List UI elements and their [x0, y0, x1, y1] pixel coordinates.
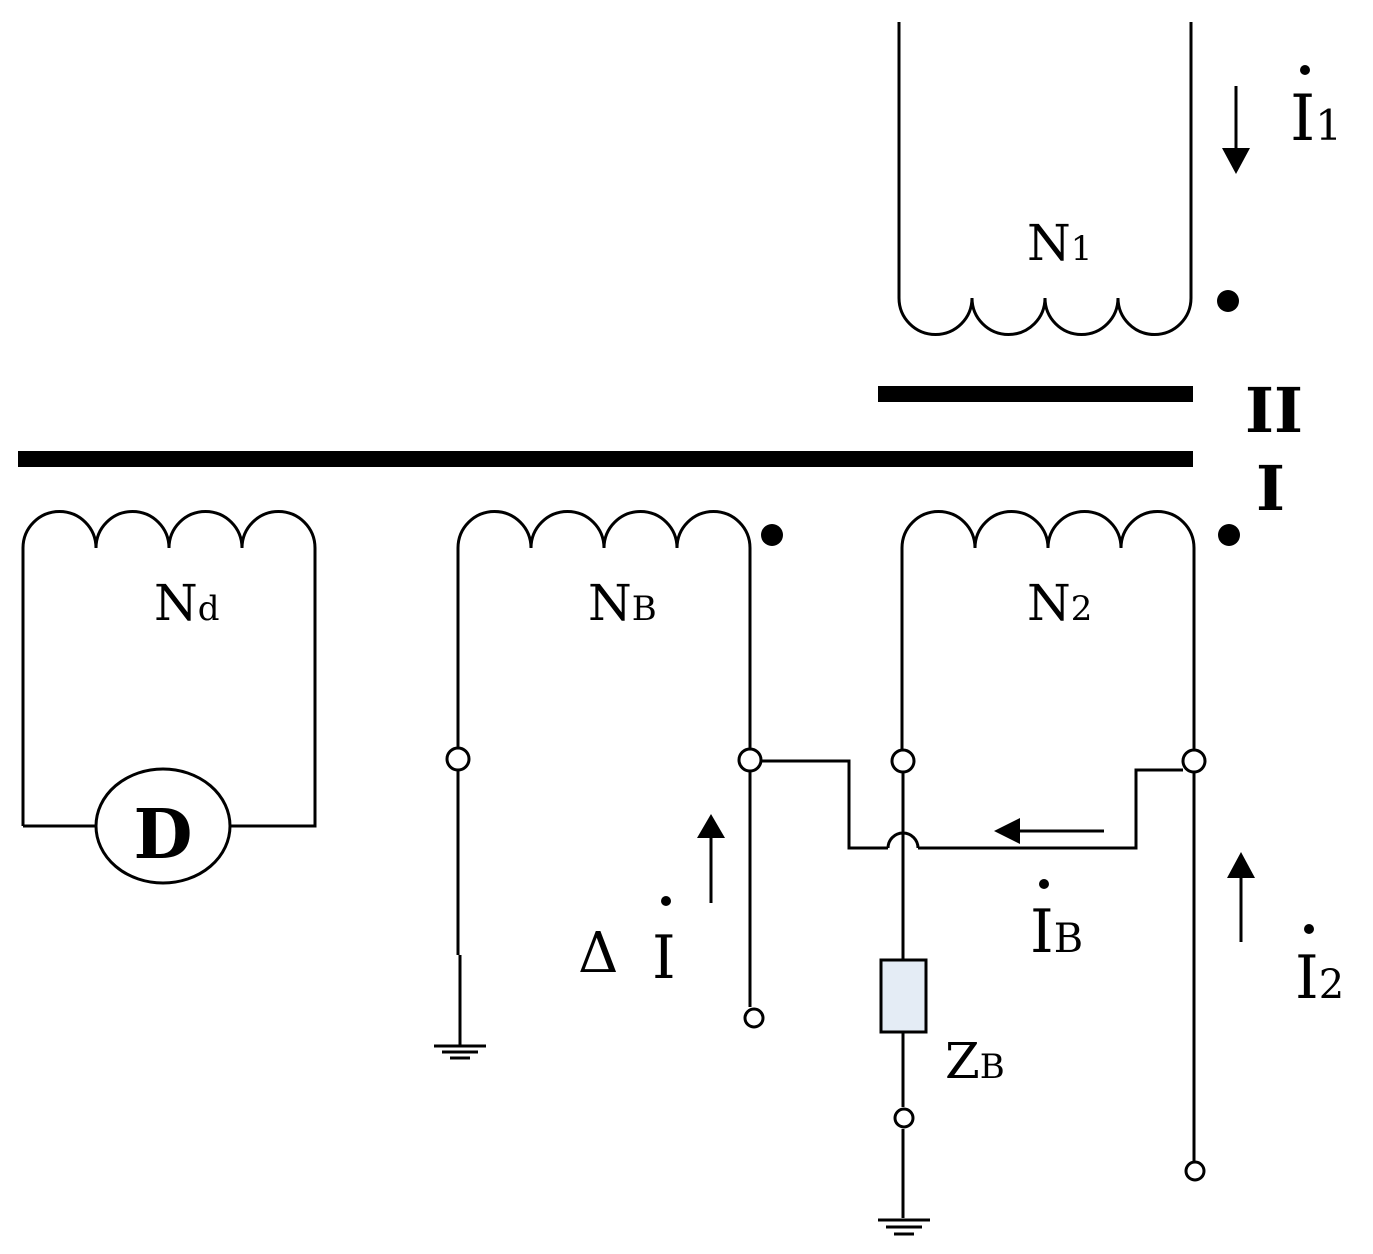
polarity-dot-n2: [1218, 524, 1240, 546]
terminal-n2-bottom: [1184, 1160, 1206, 1182]
svg-text:I: I: [652, 923, 676, 993]
svg-text:IB: IB: [1030, 897, 1083, 967]
current-arrow-ib: [994, 818, 1104, 844]
winding-n2: N2: [900, 510, 1240, 1162]
label-i2: I2: [1295, 924, 1344, 1013]
terminal-nb-right: [737, 747, 763, 773]
label-nd: Nd: [154, 574, 220, 632]
svg-text:I2: I2: [1295, 943, 1344, 1013]
label-n2: N2: [1027, 574, 1092, 632]
polarity-dot-n1: [1217, 290, 1239, 312]
terminal-n2-right: [1181, 748, 1207, 774]
core-i-label: I: [1256, 452, 1285, 525]
ground-symbol-nb: [434, 1044, 486, 1060]
polarity-dot-nb: [761, 524, 783, 546]
label-n1: N1: [1027, 214, 1092, 272]
terminal-n2-left: [890, 748, 916, 774]
label-nb: NB: [588, 574, 657, 632]
impedance-zb: ZB: [879, 958, 1005, 1090]
ground-symbol-zb: [878, 1218, 930, 1236]
detector-d: D: [94, 767, 232, 885]
label-delta-i: Δ I: [578, 896, 676, 993]
winding-nd: Nd: [21, 510, 317, 828]
terminal-nb-bottom: [743, 1007, 765, 1029]
core-ii-label: II: [1245, 374, 1303, 447]
label-i1: I1: [1290, 65, 1342, 156]
winding-n1: N1: [897, 22, 1239, 336]
detector-label: D: [134, 795, 193, 875]
svg-text:Δ: Δ: [578, 921, 618, 986]
current-arrow-i2: [1227, 852, 1255, 942]
current-arrow-i1: [1222, 86, 1250, 174]
connecting-wires: [761, 759, 1183, 1218]
label-ib: IB: [1030, 879, 1083, 967]
winding-nb: NB: [456, 510, 783, 1045]
svg-text:I1: I1: [1290, 82, 1342, 156]
label-zb: ZB: [945, 1032, 1005, 1090]
terminal-nb-left: [445, 746, 471, 772]
current-arrow-delta-i: [697, 814, 725, 903]
terminal-zb-bottom: [893, 1107, 915, 1129]
